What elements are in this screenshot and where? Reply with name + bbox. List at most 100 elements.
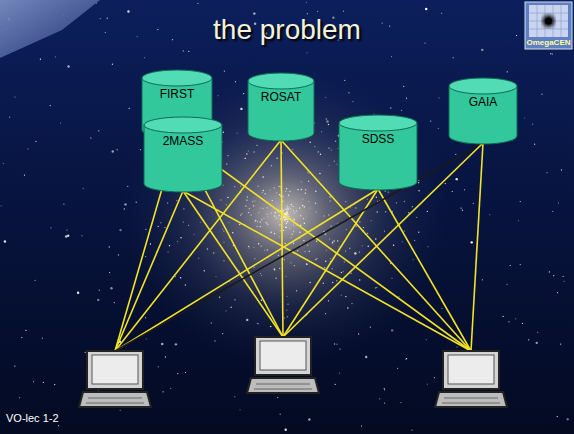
cluster-star xyxy=(279,194,280,195)
star xyxy=(549,271,550,272)
star xyxy=(403,86,404,87)
cluster-star xyxy=(367,199,368,200)
cluster-star xyxy=(304,206,305,207)
cylinder-body xyxy=(449,86,517,144)
cluster-star xyxy=(304,251,305,252)
cluster-star xyxy=(285,190,286,191)
laptop-screen xyxy=(92,355,138,384)
star xyxy=(438,128,439,129)
cylinder-top xyxy=(449,78,517,94)
star xyxy=(34,280,35,281)
cluster-star xyxy=(363,227,364,228)
cluster-star xyxy=(321,131,322,132)
cluster-star xyxy=(160,222,161,223)
star xyxy=(77,292,79,294)
cluster-star xyxy=(223,260,224,261)
laptop-base xyxy=(79,392,151,407)
cluster-star xyxy=(328,214,329,215)
laptop-keys xyxy=(444,398,498,399)
cluster-star xyxy=(292,233,293,234)
cluster-star xyxy=(332,243,333,244)
corner-wedge xyxy=(0,0,100,58)
data-connection xyxy=(115,191,183,351)
star xyxy=(9,116,10,117)
cluster-star xyxy=(296,290,297,291)
star xyxy=(397,368,398,369)
cluster-star xyxy=(286,212,287,213)
cluster-star xyxy=(252,201,253,202)
star xyxy=(163,391,164,392)
star xyxy=(109,272,110,273)
cluster-star xyxy=(287,214,288,215)
cluster-star xyxy=(246,199,247,200)
laptop-screen xyxy=(448,355,494,384)
cluster-star xyxy=(276,218,277,219)
cluster-star xyxy=(375,238,376,239)
star xyxy=(558,202,559,203)
cluster-star xyxy=(245,158,246,159)
cylinder-top xyxy=(144,117,222,133)
cluster-star xyxy=(274,233,275,234)
cluster-star xyxy=(303,240,304,241)
star xyxy=(170,388,171,389)
star xyxy=(146,338,147,339)
cluster-star xyxy=(316,241,317,242)
cluster-star xyxy=(292,218,293,219)
star xyxy=(382,22,383,23)
cluster-star xyxy=(257,323,258,324)
cluster-star xyxy=(391,278,392,279)
star xyxy=(389,25,390,26)
cluster-star xyxy=(180,237,181,238)
cluster-star xyxy=(222,228,223,229)
cluster-star xyxy=(326,250,327,251)
star xyxy=(552,53,553,54)
cluster-star xyxy=(355,225,356,226)
star xyxy=(564,281,565,282)
cluster-star xyxy=(325,97,326,98)
logo-blob xyxy=(543,15,555,27)
cluster-star xyxy=(330,225,331,226)
cluster-star xyxy=(225,310,226,311)
cluster-star xyxy=(286,223,287,224)
cluster-star xyxy=(135,202,136,203)
cluster-star xyxy=(328,165,329,166)
cylinder-top xyxy=(142,70,212,86)
cluster-star xyxy=(359,221,360,222)
star xyxy=(35,141,36,142)
laptop-keys xyxy=(88,398,142,399)
star xyxy=(339,373,340,374)
cluster-star xyxy=(291,204,292,205)
cluster-star xyxy=(285,213,286,214)
cluster-star xyxy=(280,230,281,231)
laptop-keys xyxy=(442,403,500,404)
cluster-star xyxy=(183,208,184,209)
star xyxy=(98,130,99,131)
cluster-star xyxy=(246,153,247,154)
cluster-star xyxy=(286,209,287,210)
cluster-star xyxy=(274,212,275,213)
cluster-star xyxy=(297,189,298,190)
star xyxy=(58,425,59,426)
cluster-star xyxy=(236,133,237,134)
cluster-star xyxy=(261,219,262,220)
cluster-star xyxy=(375,287,376,288)
laptop-outline xyxy=(246,336,320,396)
star xyxy=(552,211,553,212)
star xyxy=(14,365,15,366)
star xyxy=(430,120,431,121)
star xyxy=(384,389,385,390)
star xyxy=(439,97,440,98)
cluster-star xyxy=(274,215,275,216)
star xyxy=(361,425,362,426)
cluster-star xyxy=(158,226,159,227)
cluster-star xyxy=(239,224,240,225)
cluster-star xyxy=(289,191,290,192)
star xyxy=(107,18,108,19)
cluster-star xyxy=(219,296,220,297)
cluster-star xyxy=(294,212,295,213)
database-cylinder: SDSS xyxy=(338,115,418,190)
cluster-star xyxy=(293,210,294,211)
star xyxy=(471,241,473,243)
cluster-star xyxy=(308,181,309,182)
cluster-star xyxy=(377,211,378,212)
